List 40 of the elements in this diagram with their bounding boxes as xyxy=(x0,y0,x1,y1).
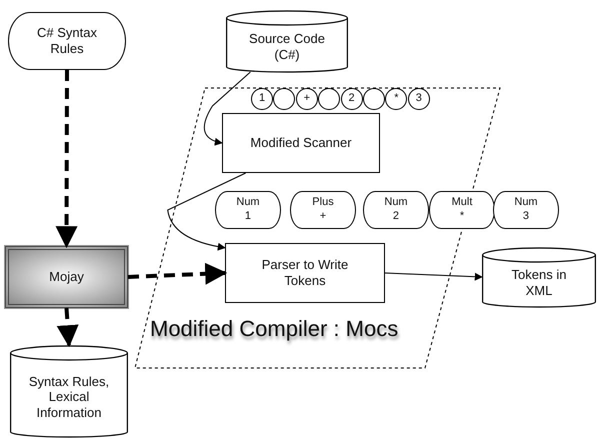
token-shape xyxy=(215,191,281,229)
boundary-title: Modified Compiler : Mocs xyxy=(150,316,398,342)
node-label: Num 2 xyxy=(384,196,408,224)
arrow xyxy=(167,172,246,250)
token-circle xyxy=(363,88,385,110)
node-label: Tokens in XML xyxy=(510,267,568,299)
terminal-shape xyxy=(8,12,126,70)
token-circle xyxy=(251,88,273,110)
token-shape xyxy=(493,191,559,229)
token-circle xyxy=(385,88,408,110)
node-label: Num 1 xyxy=(236,196,260,224)
arrow xyxy=(56,70,78,248)
node-label: 3 xyxy=(416,92,422,106)
process-box xyxy=(5,246,128,308)
node-label: * xyxy=(394,92,399,106)
arrow xyxy=(204,72,251,146)
arrow xyxy=(128,262,228,285)
token-shape xyxy=(363,191,429,229)
node-label: Plus + xyxy=(312,196,334,224)
node-label: + xyxy=(304,92,310,106)
process-box xyxy=(222,113,380,173)
arrow xyxy=(56,308,79,348)
node-label: Num 3 xyxy=(514,196,538,224)
token-circle xyxy=(408,88,430,110)
process-box xyxy=(225,243,385,303)
node-label: Mojay xyxy=(49,269,84,285)
node-label: Modified Scanner xyxy=(250,135,352,151)
token-circle xyxy=(340,88,363,110)
token-circle xyxy=(296,88,318,110)
token-shape xyxy=(290,191,356,229)
node-label: 1 xyxy=(258,92,266,106)
arrow xyxy=(384,272,483,281)
node-label: Mult * xyxy=(452,196,472,224)
token-circle xyxy=(273,88,296,110)
node-label: 2 xyxy=(348,92,355,106)
node-label: Parser to Write Tokens xyxy=(260,257,350,289)
token-circle xyxy=(318,88,340,110)
node-label: Source Code (C#) xyxy=(248,31,326,63)
node-label: C# Syntax Rules xyxy=(36,25,98,57)
node-label: Syntax Rules, Lexical Information xyxy=(28,374,110,420)
